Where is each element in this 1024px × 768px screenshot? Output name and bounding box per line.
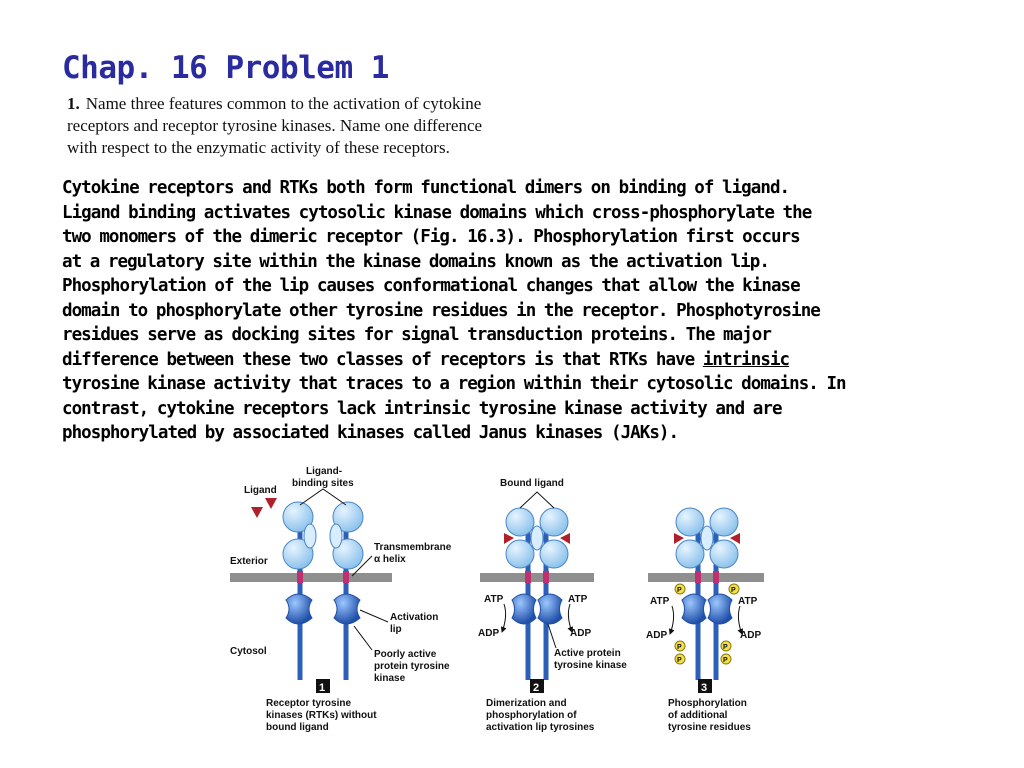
answer-line: Phosphorylation of the lip causes confor… [62,276,801,296]
phosphate-label: P [723,644,728,651]
question-number: 1. [67,94,80,113]
intrinsic-word: intrinsic [702,349,790,370]
ligand-triangles [251,498,277,518]
panel-caption: Dimerization and [486,698,567,709]
panel-number: 2 [533,682,539,694]
label-active-kinase: Active protein [554,648,621,659]
phosphate-label: P [677,657,682,664]
label-adp: ADP [478,628,499,639]
panel-number-badge [316,679,330,693]
label-poorly-active: kinase [374,673,406,684]
panel-3-receptors [674,507,740,680]
label-atp: ATP [738,596,758,607]
panel-caption: activation lip tyrosines [486,722,595,733]
slide-title: Chap. 16 Problem 1 [62,50,389,86]
label-activation-lip: lip [390,624,402,635]
label-adp: ADP [570,628,591,639]
panel-number-badge [698,679,712,693]
panel-2-receptors [504,507,570,680]
label-cytosol: Cytosol [230,646,267,657]
question-line: receptors and receptor tyrosine kinases.… [67,116,483,135]
label-transmembrane: α helix [374,554,406,565]
label-ligand: Ligand [244,485,277,496]
answer-line: tyrosine kinase activity that traces to … [62,374,847,394]
label-ligand-binding-sites: binding sites [292,478,354,489]
phosphate-label: P [677,587,682,594]
answer-paragraph: Cytokine receptors and RTKs both form fu… [62,176,982,446]
panel-caption: phosphorylation of [486,710,577,721]
answer-line: Cytokine receptors and RTKs both form fu… [62,178,790,198]
question-line: with respect to the enzymatic activity o… [67,138,450,157]
membrane-panel-3 [648,573,764,582]
answer-line: residues serve as docking sites for sign… [62,325,772,345]
question-line: Name three features common to the activa… [85,94,482,113]
panel-caption: kinases (RTKs) without [266,710,377,721]
answer-line-part: difference between these two classes of … [62,349,703,370]
answer-line: at a regulatory site within the kinase d… [62,251,770,272]
answer-line: two monomers of the dimeric receptor (Fi… [62,227,801,247]
panel-1-receptors [282,501,364,680]
label-adp: ADP [740,630,761,641]
panel-caption: bound ligand [266,722,329,733]
label-poorly-active: Poorly active [374,649,437,660]
panel-caption: Phosphorylation [668,698,747,709]
answer-line: phosphorylated by associated kinases cal… [62,423,679,443]
label-activation-lip: Activation [390,612,438,623]
label-active-kinase: tyrosine kinase [554,660,627,671]
phosphate-label: P [677,644,682,651]
panel-number-badge [530,679,544,693]
panel-caption: tyrosine residues [668,722,751,733]
panel-caption: Receptor tyrosine [266,698,351,709]
label-atp: ATP [568,594,588,605]
label-transmembrane: Transmembrane [374,542,452,553]
panel-number: 3 [701,682,707,694]
answer-line: difference between these two classes of … [62,348,982,373]
phosphate-groups [674,583,740,665]
membrane-panel-2 [480,573,594,582]
answer-line: domain to phosphorylate other tyrosine r… [62,300,821,321]
label-exterior: Exterior [230,556,268,567]
label-ligand-binding-sites: Ligand- [306,466,342,477]
question-text: 1. Name three features common to the acti… [67,93,567,159]
membrane-panel-1 [230,573,392,582]
panel-caption: of additional [668,710,728,721]
label-poorly-active: protein tyrosine [374,661,450,672]
label-bound-ligand: Bound ligand [500,478,564,489]
phosphate-label: P [723,657,728,664]
panel-number: 1 [319,682,325,694]
answer-line: contrast, cytokine receptors lack intrin… [62,398,782,419]
label-atp: ATP [484,594,504,605]
label-adp: ADP [646,630,667,641]
phosphate-label: P [731,587,736,594]
answer-line: Ligand binding activates cytosolic kinas… [62,202,812,223]
label-atp: ATP [650,596,670,607]
receptor-activation-figure: Ligand Ligand- binding sites Exterior Cy… [230,466,764,733]
